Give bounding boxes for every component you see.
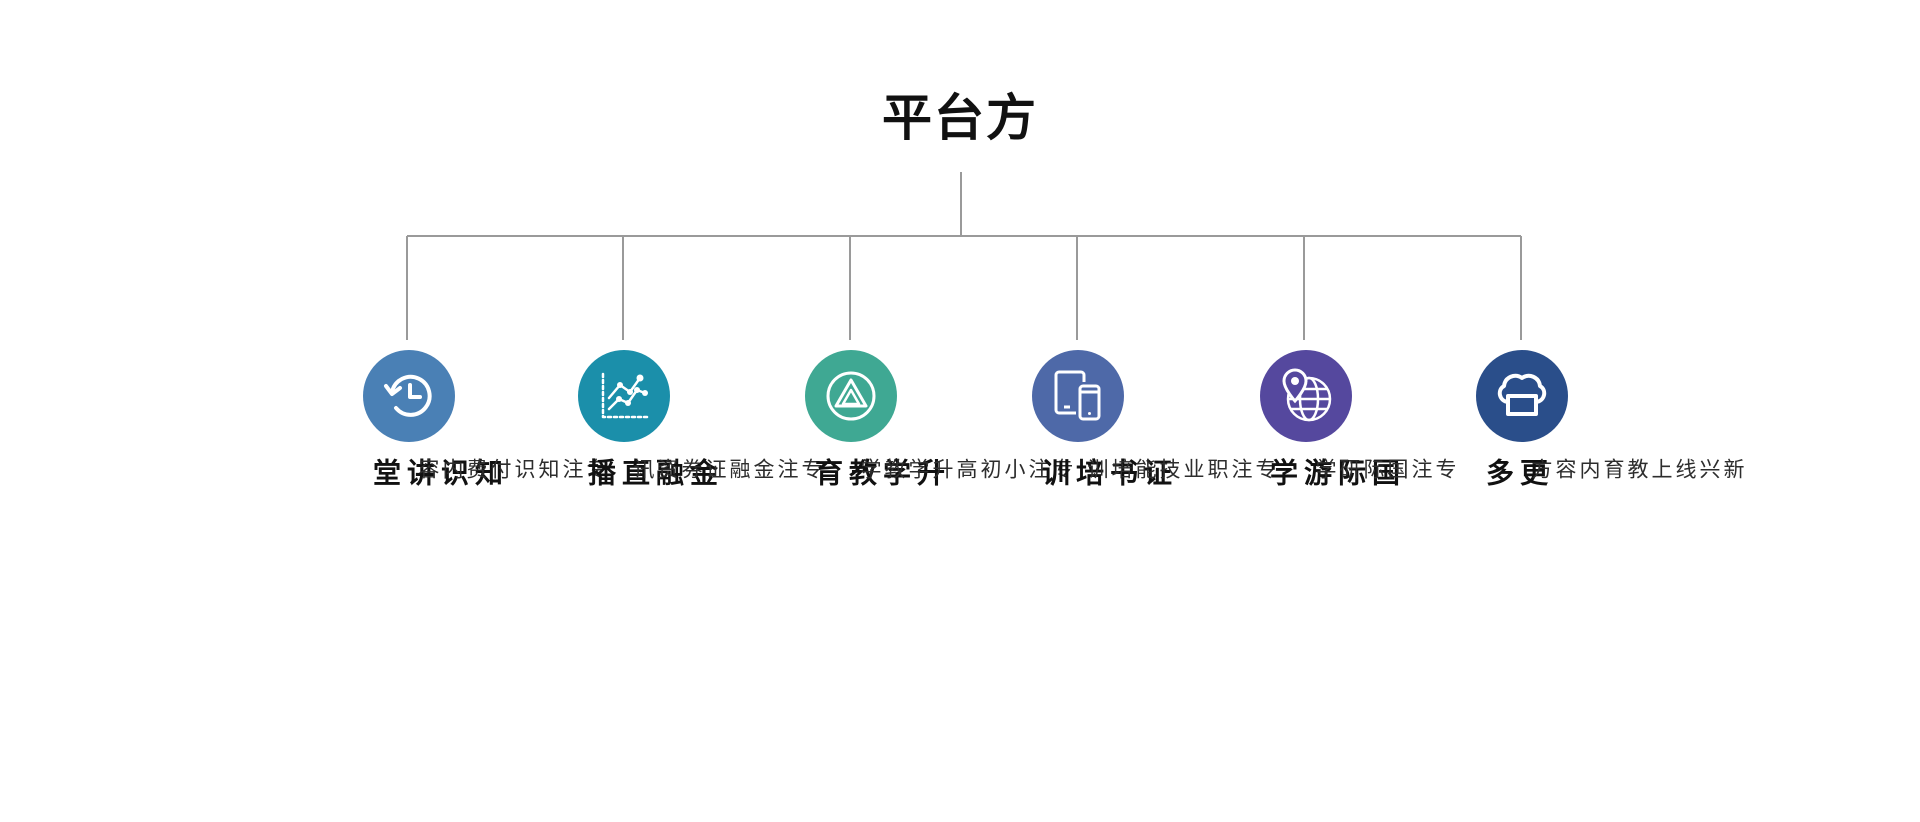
node-title: 国际游学	[1266, 458, 1401, 488]
node-circle	[578, 350, 670, 442]
node-title: 证书培训	[1038, 458, 1173, 488]
node-circle	[1032, 350, 1124, 442]
node-title: 更多	[1482, 458, 1549, 488]
node-knowledge: 知识讲堂 专注知识付费内容	[363, 350, 608, 488]
triangle-circle-icon	[826, 371, 876, 421]
node-circle	[1476, 350, 1568, 442]
node-circle	[805, 350, 897, 442]
devices-icon	[1054, 370, 1101, 421]
node-description: 专注知识付费内容	[416, 458, 608, 480]
node-description: 专注金融证券资讯	[631, 458, 823, 480]
node-finance: 金融直播 专注金融证券资讯	[578, 350, 823, 488]
node-certificate: 证书培训 专注职业技能培训	[1032, 350, 1277, 488]
chef-hat-icon	[1497, 373, 1547, 416]
node-study-abroad: 国际游学 专注国际研学	[1260, 350, 1457, 488]
node-description: 新兴线上教育内容方	[1529, 458, 1745, 480]
node-description: 专注职业技能培训	[1085, 458, 1277, 480]
node-more: 更多 新兴线上教育内容方	[1476, 350, 1745, 488]
node-title: 知识讲堂	[369, 458, 504, 488]
node-circle	[363, 350, 455, 442]
node-description: 专注国际研学	[1313, 458, 1457, 480]
line-chart-icon	[601, 372, 649, 419]
globe-pin-icon	[1282, 368, 1332, 422]
page-title: 平台方	[882, 89, 1038, 147]
node-education: 升学教育 专注小初高升学教学	[805, 350, 1074, 488]
node-title: 金融直播	[584, 458, 719, 488]
node-description: 专注小初高升学教学	[858, 458, 1074, 480]
node-title: 升学教育	[811, 458, 946, 488]
node-circle	[1260, 350, 1352, 442]
history-clock-icon	[384, 374, 432, 417]
